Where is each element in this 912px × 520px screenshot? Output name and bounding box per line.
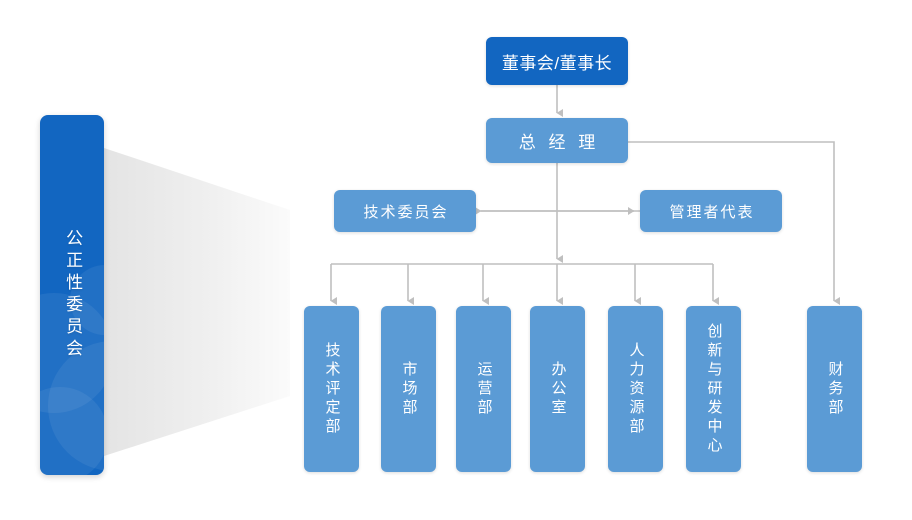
node-department-5-label: 创新与研发中心 (705, 322, 723, 456)
node-board-of-directors-label: 董事会/董事长 (501, 53, 613, 73)
node-department-3[interactable]: 办公室 (530, 306, 585, 472)
node-general-manager[interactable]: 总 经 理 (486, 118, 628, 163)
impartiality-committee-label: 公正性委员会 (63, 229, 83, 361)
node-department-0-label: 技术评定部 (323, 341, 341, 437)
node-department-3-label: 办公室 (549, 360, 567, 418)
node-technical-committee-label: 技术委员会 (363, 203, 449, 221)
node-department-2[interactable]: 运营部 (456, 306, 511, 472)
node-department-2-label: 运营部 (475, 360, 493, 418)
impartiality-committee-panel[interactable]: 公正性委员会 (40, 115, 104, 475)
node-department-1[interactable]: 市场部 (381, 306, 436, 472)
node-department-1-label: 市场部 (400, 360, 418, 418)
node-finance-department[interactable]: 财务部 (807, 306, 862, 472)
perspective-wedge (104, 148, 290, 456)
node-management-representative-label: 管理者代表 (669, 203, 755, 221)
node-department-4-label: 人力资源部 (627, 341, 645, 437)
node-department-0[interactable]: 技术评定部 (304, 306, 359, 472)
node-finance-department-label: 财务部 (826, 360, 844, 418)
node-board-of-directors[interactable]: 董事会/董事长 (486, 37, 628, 85)
node-department-4[interactable]: 人力资源部 (608, 306, 663, 472)
node-department-5[interactable]: 创新与研发中心 (686, 306, 741, 472)
node-management-representative[interactable]: 管理者代表 (640, 190, 782, 232)
node-technical-committee[interactable]: 技术委员会 (334, 190, 476, 232)
node-general-manager-label: 总 经 理 (518, 133, 600, 152)
